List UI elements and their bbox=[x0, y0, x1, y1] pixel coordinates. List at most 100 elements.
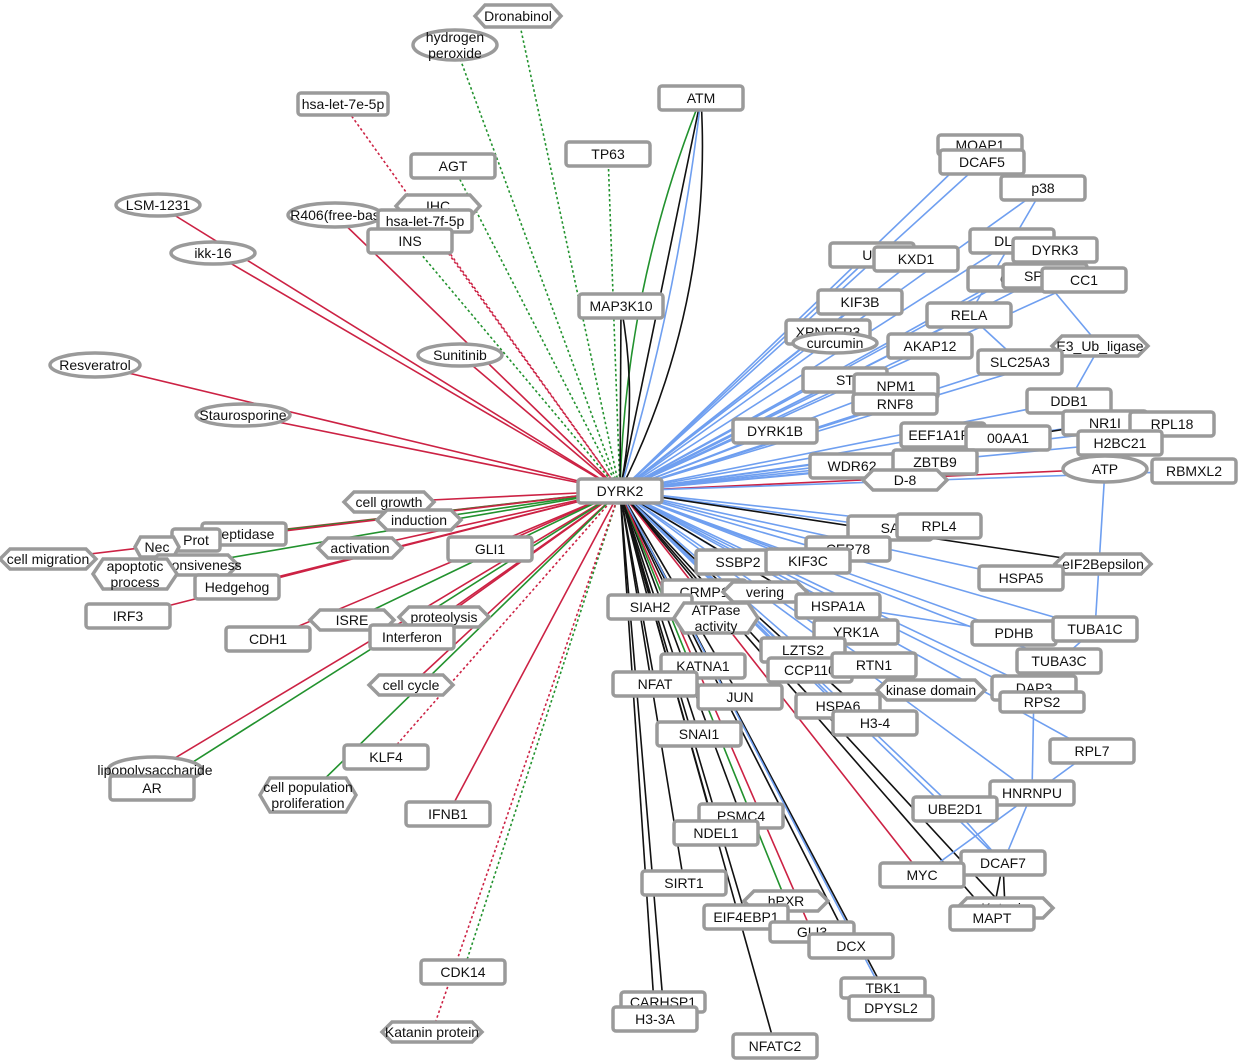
node-kif3c[interactable]: KIF3C bbox=[764, 547, 852, 575]
node-activation[interactable]: activation bbox=[315, 536, 405, 560]
node-ube2d1[interactable]: UBE2D1 bbox=[911, 795, 999, 823]
node-rpl4[interactable]: RPL4 bbox=[895, 512, 983, 540]
node-curcumin[interactable]: curcumin bbox=[791, 331, 879, 355]
node-mapt[interactable]: MAPT bbox=[948, 904, 1036, 932]
node-nfat[interactable]: NFAT bbox=[611, 670, 699, 698]
node-staurosporine[interactable]: Staurosporine bbox=[194, 402, 292, 428]
node-nec[interactable]: Nec bbox=[133, 535, 181, 559]
node-map3k10[interactable]: MAP3K10 bbox=[577, 292, 665, 320]
node-h3-3a[interactable]: H3-3A bbox=[611, 1005, 699, 1033]
node-induction[interactable]: induction bbox=[374, 508, 464, 532]
node-pdhb[interactable]: PDHB bbox=[970, 619, 1058, 647]
node-h2bc21[interactable]: H2BC21 bbox=[1076, 429, 1164, 457]
node-tuba3c[interactable]: TUBA3C bbox=[1015, 647, 1103, 675]
node-sunitinib[interactable]: Sunitinib bbox=[416, 342, 504, 368]
node-dyrk1b[interactable]: DYRK1B bbox=[731, 417, 819, 445]
node-label: INS bbox=[398, 233, 421, 249]
node-lsm-1231[interactable]: LSM-1231 bbox=[114, 192, 202, 218]
node-label: RPL4 bbox=[921, 518, 956, 534]
node-dcaf5[interactable]: DCAF5 bbox=[938, 148, 1026, 176]
node-klf4[interactable]: KLF4 bbox=[342, 743, 430, 771]
node-ddb1[interactable]: DDB1 bbox=[1025, 387, 1113, 415]
node-kinase-domain[interactable]: kinase domain bbox=[874, 678, 988, 702]
node-rela[interactable]: RELA bbox=[925, 301, 1013, 329]
node-hsa-let-7e-5p[interactable]: hsa-let-7e-5p bbox=[296, 91, 390, 117]
node-ifnb1[interactable]: IFNB1 bbox=[404, 800, 492, 828]
node-myc[interactable]: MYC bbox=[878, 861, 966, 889]
node-cc1[interactable]: CC1 bbox=[1040, 266, 1128, 294]
node-dyrk3[interactable]: DYRK3 bbox=[1011, 236, 1099, 264]
node-isre[interactable]: ISRE bbox=[307, 608, 397, 632]
node-atm[interactable]: ATM bbox=[657, 84, 745, 112]
node-ndel1[interactable]: NDEL1 bbox=[672, 819, 760, 847]
node-tuba1c[interactable]: TUBA1C bbox=[1051, 615, 1139, 643]
node-gli1[interactable]: GLI1 bbox=[446, 535, 534, 563]
node-hspa5[interactable]: HSPA5 bbox=[977, 564, 1065, 592]
node-dcx[interactable]: DCX bbox=[807, 932, 895, 960]
node-ins[interactable]: INS bbox=[366, 227, 454, 255]
node-hnrnpu[interactable]: HNRNPU bbox=[988, 779, 1076, 807]
node-lzts2[interactable]: LZTS2 bbox=[759, 636, 847, 664]
node-kif3b[interactable]: KIF3B bbox=[816, 288, 904, 316]
edge-dyrk2-to-ifnb1 bbox=[447, 490, 621, 815]
node-katna1[interactable]: KATNA1 bbox=[659, 652, 747, 680]
node-rnf8[interactable]: RNF8 bbox=[851, 392, 939, 416]
node-eif4ebp1[interactable]: EIF4EBP1 bbox=[702, 903, 790, 931]
node-slc25a3[interactable]: SLC25A3 bbox=[976, 348, 1064, 376]
node-zbtb9[interactable]: ZBTB9 bbox=[891, 448, 979, 476]
node-nfatc2[interactable]: NFATC2 bbox=[731, 1032, 819, 1060]
node-jun[interactable]: JUN bbox=[696, 683, 784, 711]
node-ikk-16[interactable]: ikk-16 bbox=[169, 240, 257, 266]
node-ssbp2[interactable]: SSBP2 bbox=[694, 548, 782, 576]
node-shape bbox=[411, 28, 499, 62]
node-resveratrol[interactable]: Resveratrol bbox=[48, 351, 142, 379]
node-rpl7[interactable]: RPL7 bbox=[1048, 737, 1136, 765]
node-agt[interactable]: AGT bbox=[409, 152, 497, 180]
node-interferon[interactable]: Interferon bbox=[368, 623, 456, 651]
node-cdk14[interactable]: CDK14 bbox=[419, 958, 507, 986]
node-proteolysis[interactable]: proteolysis bbox=[396, 605, 492, 629]
node-dronabinol[interactable]: Dronabinol bbox=[472, 3, 564, 29]
node-cell-migration[interactable]: cell migration bbox=[0, 547, 99, 571]
node-irf3[interactable]: IRF3 bbox=[84, 602, 172, 630]
node-cdh1[interactable]: CDH1 bbox=[224, 625, 312, 653]
node-r406[interactable]: R406(free-bas bbox=[286, 201, 384, 229]
node-e3-ub-ligase[interactable]: E3_Ub_ligase bbox=[1049, 334, 1151, 358]
node-shape bbox=[368, 623, 456, 651]
node-cell-growth[interactable]: cell growth bbox=[341, 490, 437, 514]
node-rtn1[interactable]: RTN1 bbox=[830, 651, 918, 679]
node-siah2[interactable]: SIAH2 bbox=[606, 593, 694, 621]
node-akap12[interactable]: AKAP12 bbox=[886, 332, 974, 360]
node-snai1[interactable]: SNAI1 bbox=[655, 720, 743, 748]
node-sirt1[interactable]: SIRT1 bbox=[640, 869, 728, 897]
node-dcaf7[interactable]: DCAF7 bbox=[959, 849, 1047, 877]
node-katanin-protein[interactable]: Katanin protein bbox=[379, 1020, 485, 1044]
node-hspa1a[interactable]: HSPA1A bbox=[794, 592, 882, 620]
node-kxd1[interactable]: KXD1 bbox=[872, 245, 960, 273]
node-d-8[interactable]: D-8 bbox=[860, 468, 950, 492]
node-h3-4[interactable]: H3-4 bbox=[831, 709, 919, 737]
node-hsa-let-7f-5p[interactable]: hsa-let-7f-5p bbox=[376, 208, 474, 234]
node-p38[interactable]: p38 bbox=[999, 174, 1087, 202]
node-dpysl2[interactable]: DPYSL2 bbox=[847, 994, 935, 1022]
node-cell-cycle[interactable]: cell cycle bbox=[366, 673, 456, 697]
node-tp63[interactable]: TP63 bbox=[564, 140, 652, 168]
node-rps2[interactable]: RPS2 bbox=[998, 690, 1086, 714]
node-ar[interactable]: AR bbox=[108, 774, 196, 802]
node-vering[interactable]: vering bbox=[720, 580, 810, 604]
node-rbmxl2[interactable]: RBMXL2 bbox=[1150, 457, 1238, 485]
node-label: NDEL1 bbox=[693, 825, 738, 841]
node-yrk1a[interactable]: YRK1A bbox=[812, 618, 900, 646]
node-hedgehog[interactable]: Hedgehog bbox=[193, 573, 281, 601]
node-dyrk2[interactable]: DYRK2 bbox=[576, 477, 664, 505]
node-atp[interactable]: ATP bbox=[1061, 454, 1149, 484]
node-shape bbox=[193, 573, 281, 601]
node-label: UBE2D1 bbox=[928, 801, 983, 817]
node-tbk1[interactable]: TBK1 bbox=[839, 976, 927, 1000]
node-eif2bepsilon[interactable]: eIF2Bepsilon bbox=[1052, 552, 1154, 576]
node-00aa1[interactable]: 00AA1 bbox=[964, 424, 1052, 452]
